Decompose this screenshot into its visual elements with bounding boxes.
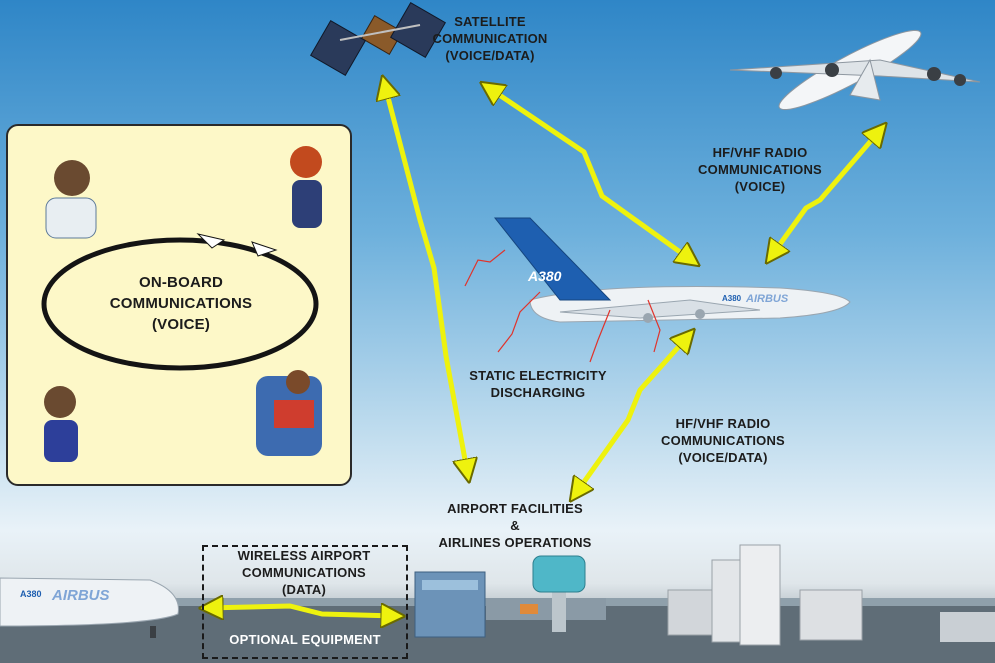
satellite-airport-arrow	[384, 82, 468, 476]
flight-attendant-icon	[290, 146, 322, 228]
tail-text: A380	[527, 268, 562, 284]
airport-buildings	[414, 544, 995, 646]
static-electricity-label: STATIC ELECTRICITY DISCHARGING	[469, 368, 607, 400]
wireless-arrow	[206, 606, 398, 616]
optional-equipment-box	[202, 545, 408, 659]
a380-ground-icon: A380 AIRBUS	[0, 577, 179, 638]
optional-equipment-label: OPTIONAL EQUIPMENT	[229, 632, 381, 647]
fuselage-model-text: A380	[722, 294, 742, 303]
hf-vhf-voice-label: HF/VHF RADIO COMMUNICATIONS (VOICE)	[698, 145, 822, 194]
hf-voice-data-arrow	[574, 334, 690, 496]
hf-voice-arrow	[770, 128, 882, 258]
satellite-label: SATELLITE COMMUNICATION (VOICE/DATA)	[432, 14, 548, 63]
crew-headset-icon	[44, 386, 78, 462]
airliner-top-icon	[729, 29, 981, 111]
onboard-label: ON-BOARD COMMUNICATIONS (VOICE)	[109, 274, 253, 333]
wireless-airport-label: WIRELESS AIRPORT COMMUNICATIONS (DATA)	[237, 548, 371, 597]
pilot-icon	[45, 160, 97, 239]
a380-aircraft-icon: A380 A380 AIRBUS	[493, 217, 851, 323]
communication-arrows	[206, 82, 882, 616]
satellite-icon	[309, 1, 447, 77]
ground-brand-text: AIRBUS	[51, 587, 110, 604]
passenger-icon	[256, 370, 322, 456]
fuselage-brand-text: AIRBUS	[745, 293, 789, 305]
hf-vhf-voice-data-label: HF/VHF RADIO COMMUNICATIONS (VOICE/DATA)	[661, 416, 785, 465]
ground-model-text: A380	[20, 589, 42, 599]
satellite-aircraft-arrow	[486, 86, 694, 262]
airport-facilities-label: AIRPORT FACILITIES & AIRLINES OPERATIONS	[438, 501, 592, 550]
onboard-loop-icon	[41, 233, 319, 371]
onboard-panel: ON-BOARD COMMUNICATIONS (VOICE)	[6, 124, 352, 486]
